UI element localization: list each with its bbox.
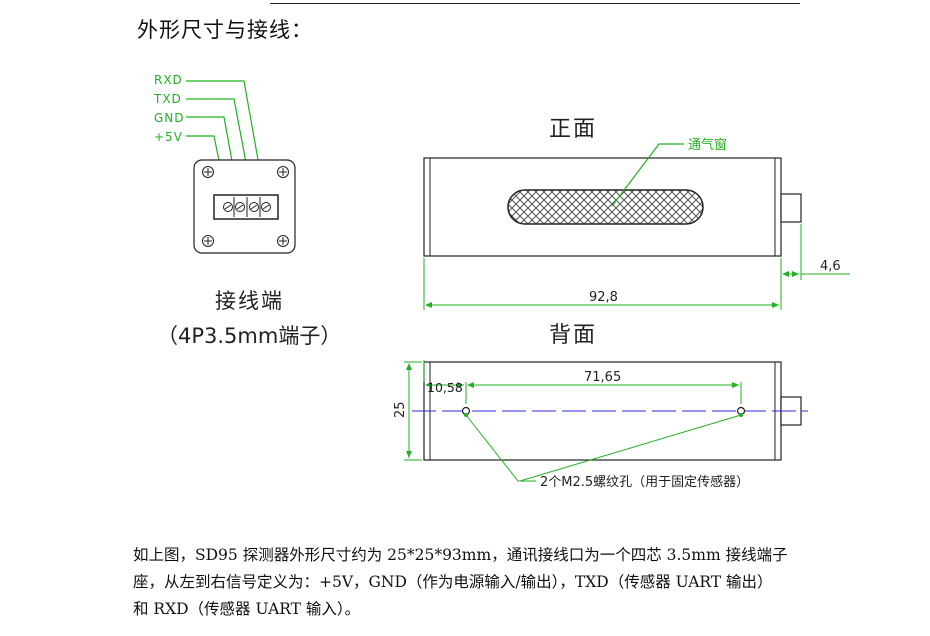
connector-title: 接线端 (215, 289, 284, 313)
terminal-screw-icon (223, 202, 271, 212)
section-heading: 外形尺寸与接线： (137, 18, 313, 42)
top-rule (270, 3, 800, 4)
screw-icon (202, 166, 289, 247)
connector-stub (780, 193, 802, 223)
dim-length: 92,8 (589, 290, 618, 305)
dim-stub: 4,6 (820, 259, 841, 274)
pin-label-gnd: GND (154, 111, 185, 125)
pin-label-txd: TXD (153, 92, 182, 106)
back-view-title: 背面 (549, 323, 597, 348)
description-line: 如上图，SD95 探测器外形尺寸约为 25*25*93mm，通讯接线口为一个四芯… (133, 546, 788, 564)
description-line: 座，从左到右信号定义为：+5V，GND（作为电源输入/输出），TXD（传感器 U… (133, 573, 773, 591)
mount-hole-icon (461, 406, 471, 416)
front-view: 正面 通气窗 92,8 4,6 (423, 117, 850, 310)
mount-hole-icon (736, 406, 746, 416)
pin-label-rxd: RXD (154, 73, 183, 87)
connector-subtitle: （4P3.5mm端子） (157, 324, 341, 348)
description-paragraph: 如上图，SD95 探测器外形尺寸约为 25*25*93mm，通讯接线口为一个四芯… (133, 542, 873, 623)
dim-spacing: 71,65 (584, 370, 621, 385)
dim-offset: 10,58 (427, 380, 463, 395)
holes-label: 2个M2.5螺纹孔（用于固定传感器） (540, 474, 749, 490)
vent-label: 通气窗 (688, 137, 727, 153)
pin-label-5v: +5V (154, 130, 183, 144)
connector-diagram: RXD TXD GND +5V 接线端 （4 (153, 73, 341, 348)
vent-window (507, 189, 704, 225)
front-view-title: 正面 (549, 117, 597, 142)
description-line: 和 RXD（传感器 UART 输入）。 (133, 600, 361, 618)
dim-height: 25 (393, 401, 408, 418)
back-view: 背面 10,58 71,65 25 2个M2.5螺纹孔（用于固定传感器） (393, 323, 808, 490)
dimension-drawing: RXD TXD GND +5V 接线端 （4 (153, 73, 850, 490)
